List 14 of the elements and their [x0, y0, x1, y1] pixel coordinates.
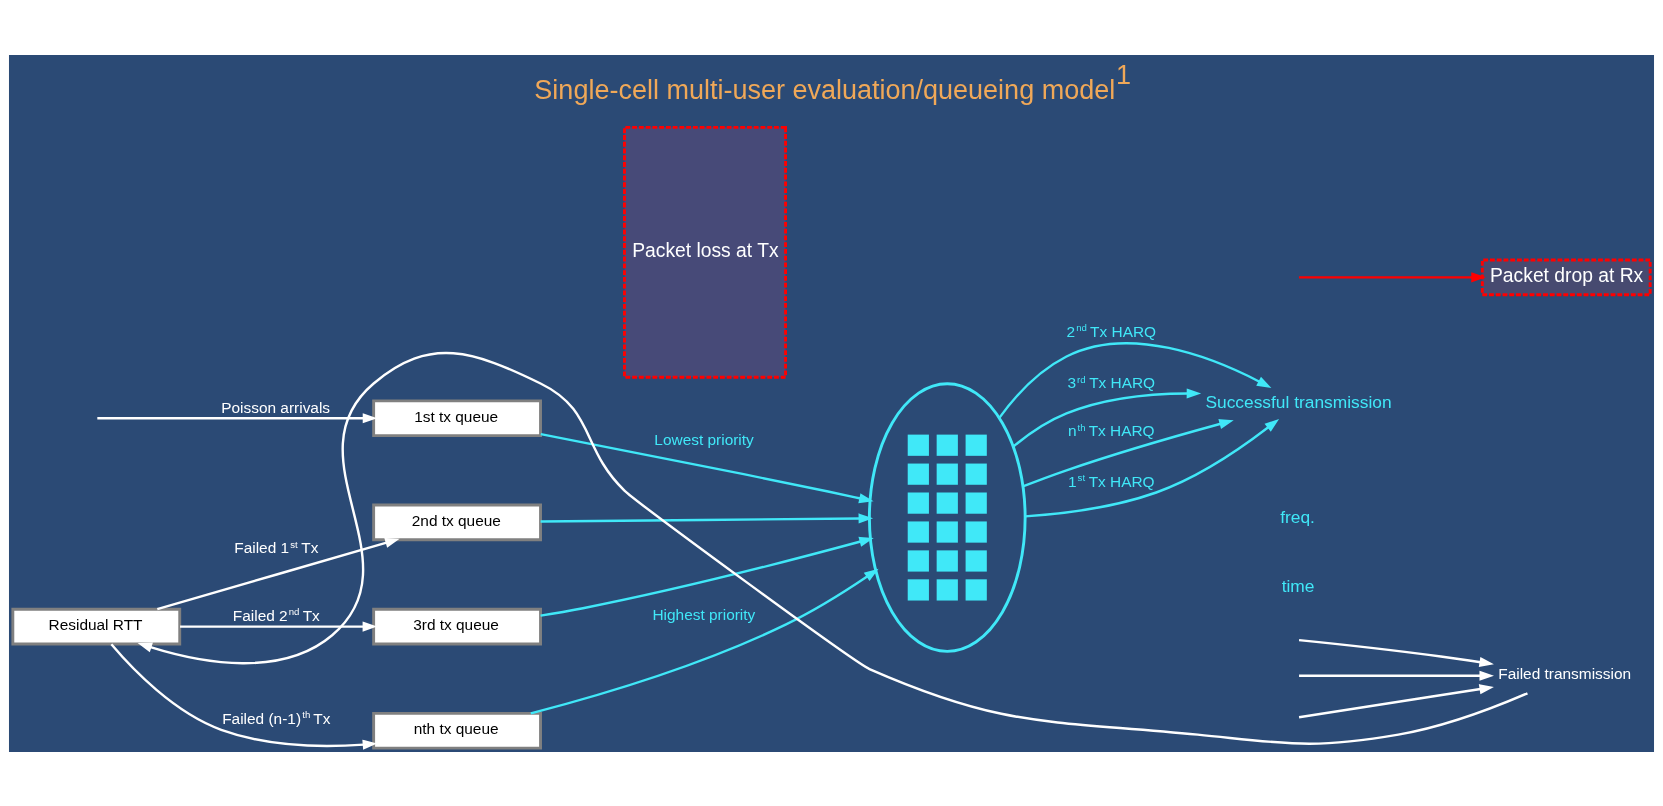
edge-label: Poisson arrivals [221, 398, 331, 416]
label: time [1281, 575, 1315, 596]
edge-label: Failed 2$^{nd}$ Tx [232, 605, 320, 624]
edge-label: n$^{th}$ Tx HARQ [1067, 421, 1155, 439]
edge-label: Failed (n-1)$^{th}$ Tx [222, 708, 331, 727]
label: freq. [1280, 506, 1315, 527]
node-text: Successful transmission [1205, 391, 1392, 412]
edge-label: 1$^{st}$ Tx HARQ [1067, 471, 1155, 490]
edge-label: Lowest priority [654, 430, 754, 448]
edge-label: 2$^{nd}$ Tx HARQ [1066, 321, 1157, 340]
edge-label: 3$^{rd}$ Tx HARQ [1067, 373, 1156, 391]
edge-label: Failed 1$^{st}$ Tx [234, 538, 319, 556]
edge-label: Highest priority [652, 605, 756, 623]
node-text: Failed transmission [1498, 664, 1632, 682]
